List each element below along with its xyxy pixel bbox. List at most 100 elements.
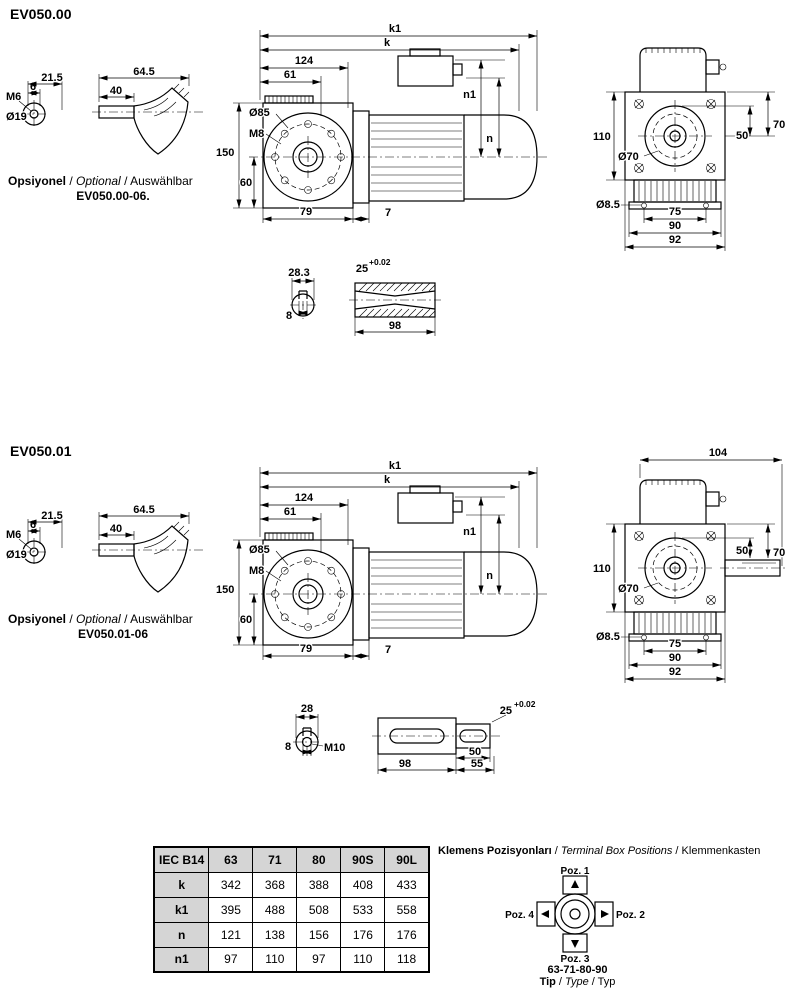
cell-k-63: 342: [208, 871, 254, 898]
dim-d85h-label: Ø8.5: [596, 631, 620, 643]
table-row-n1: n1 97 110 97 110 118: [153, 946, 430, 973]
optional-turkish: Opsiyonel: [8, 612, 67, 626]
dim-79-label: 79: [300, 206, 312, 218]
dim-7-label: 7: [385, 644, 391, 656]
cell-n-71: 138: [252, 921, 298, 948]
type-label: Tip / Type / Typ: [539, 976, 616, 988]
s1-side-view-drawing: k1 k 124 61 n1 n 150 60 Ø85 M8 79 7: [213, 16, 558, 244]
cell-n-90l: 176: [384, 921, 430, 948]
dim-150-label: 150: [216, 584, 234, 596]
dim-d70-label: Ø70: [618, 583, 639, 595]
dim-25-label: 25: [500, 705, 512, 717]
dim-150-label: 150: [216, 147, 234, 159]
dim-40-label: 40: [110, 85, 122, 97]
terminal-positions-heading: Klemens Pozisyonları / Terminal Box Posi…: [438, 845, 761, 857]
cell-k-80: 388: [296, 871, 342, 898]
s1-optional-line: Opsiyonel / Optional / Auswählbar: [8, 174, 193, 188]
dim-d19-label: Ø19: [6, 111, 27, 123]
cell-k-90l: 433: [384, 871, 430, 898]
dim-m8-label: M8: [249, 128, 264, 140]
dim-28-3-label: 28.3: [288, 267, 309, 279]
dim-75-label: 75: [669, 206, 681, 218]
dim-n-label: n: [486, 133, 493, 145]
dim-64-5-label: 64.5: [133, 66, 154, 78]
dim-124-label: 124: [295, 55, 314, 67]
dim-8-label: 8: [285, 741, 291, 753]
dim-92-label: 92: [669, 234, 681, 246]
poz2-marker-icon: [601, 910, 609, 918]
cell-n1-80: 97: [296, 946, 342, 973]
poz4-label: Poz. 4: [505, 910, 534, 921]
dim-d85h-label: Ø8.5: [596, 199, 620, 211]
section2-title: EV050.01: [10, 443, 72, 459]
cell-k1-90l: 558: [384, 896, 430, 923]
cell-n1-71: 110: [252, 946, 298, 973]
heading-english: Terminal Box Positions: [560, 845, 673, 857]
row-label-n: n: [153, 921, 210, 948]
dim-21-5-label: 21.5: [41, 510, 62, 522]
s1-option-code: EV050.00-06.: [76, 189, 150, 203]
table-header-80: 80: [296, 846, 342, 873]
heading-german: Klemmenkasten: [681, 845, 761, 857]
dim-110-label: 110: [593, 563, 611, 575]
dim-25-tolerance-label: +0.02: [514, 699, 536, 709]
dim-8-label: 8: [286, 310, 292, 322]
cell-n1-90s: 110: [340, 946, 386, 973]
dim-70-label: 70: [773, 547, 785, 559]
dim-k1-label: k1: [389, 23, 401, 35]
dim-79-label: 79: [300, 643, 312, 655]
dim-6-label: 6: [30, 81, 36, 93]
dim-n-label: n: [486, 570, 493, 582]
cell-n1-90l: 118: [384, 946, 430, 973]
cell-n1-63: 97: [208, 946, 254, 973]
s2-optional-line: Opsiyonel / Optional / Auswählbar: [8, 612, 193, 626]
row-label-k: k: [153, 871, 210, 898]
row-label-k1: k1: [153, 896, 210, 923]
terminal-positions-diagram: Poz. 1 Poz. 2 Poz. 3 Poz. 4: [495, 865, 660, 967]
dim-75-label: 75: [669, 638, 681, 650]
dim-50-label: 50: [736, 545, 748, 557]
cell-k1-90s: 533: [340, 896, 386, 923]
dim-90-label: 90: [669, 220, 681, 232]
dim-40-label: 40: [110, 523, 122, 535]
dim-55-label: 55: [471, 758, 483, 770]
cell-k-71: 368: [252, 871, 298, 898]
s2-option-code: EV050.01-06: [77, 627, 149, 641]
dimension-table: IEC B14 63 71 80 90S 90L k 342 368 388 4…: [153, 846, 430, 973]
dim-60-label: 60: [240, 614, 252, 626]
cell-n-90s: 176: [340, 921, 386, 948]
dim-k1-label: k1: [389, 460, 401, 472]
cell-n-63: 121: [208, 921, 254, 948]
cell-k-90s: 408: [340, 871, 386, 898]
dim-28-label: 28: [301, 703, 313, 715]
dim-m8-label: M8: [249, 565, 264, 577]
poz3-marker-icon: [571, 940, 579, 948]
dim-n1-label: n1: [463, 526, 476, 538]
dim-d85-label: Ø85: [249, 107, 270, 119]
s1-rear-view-drawing: 110 Ø70 70 50 Ø8.5 75 90 92: [592, 40, 789, 255]
poz2-label: Poz. 2: [616, 910, 645, 921]
section1-title: EV050.00: [10, 6, 72, 22]
dim-124-label: 124: [295, 492, 314, 504]
dim-92-label: 92: [669, 666, 681, 678]
optional-turkish: Opsiyonel: [8, 174, 67, 188]
dim-60-label: 60: [240, 177, 252, 189]
optional-english: Optional: [76, 612, 121, 626]
s2-shaft-option-drawing: 6 21.5 M6 Ø19 40 64.5: [4, 503, 209, 609]
dim-98-label: 98: [389, 320, 401, 332]
dim-6-label: 6: [30, 519, 36, 531]
heading-turkish: Klemens Pozisyonları: [438, 845, 552, 857]
optional-german: Auswählbar: [130, 612, 193, 626]
dim-61-label: 61: [284, 506, 296, 518]
table-header-90s: 90S: [340, 846, 386, 873]
poz1-marker-icon: [571, 880, 579, 888]
dim-n1-label: n1: [463, 89, 476, 101]
table-header-90l: 90L: [384, 846, 430, 873]
table-header-71: 71: [252, 846, 298, 873]
dim-61-label: 61: [284, 69, 296, 81]
poz1-label: Poz. 1: [561, 866, 590, 877]
dim-d70-label: Ø70: [618, 151, 639, 163]
dim-m6-label: M6: [6, 91, 21, 103]
cell-k1-80: 508: [296, 896, 342, 923]
